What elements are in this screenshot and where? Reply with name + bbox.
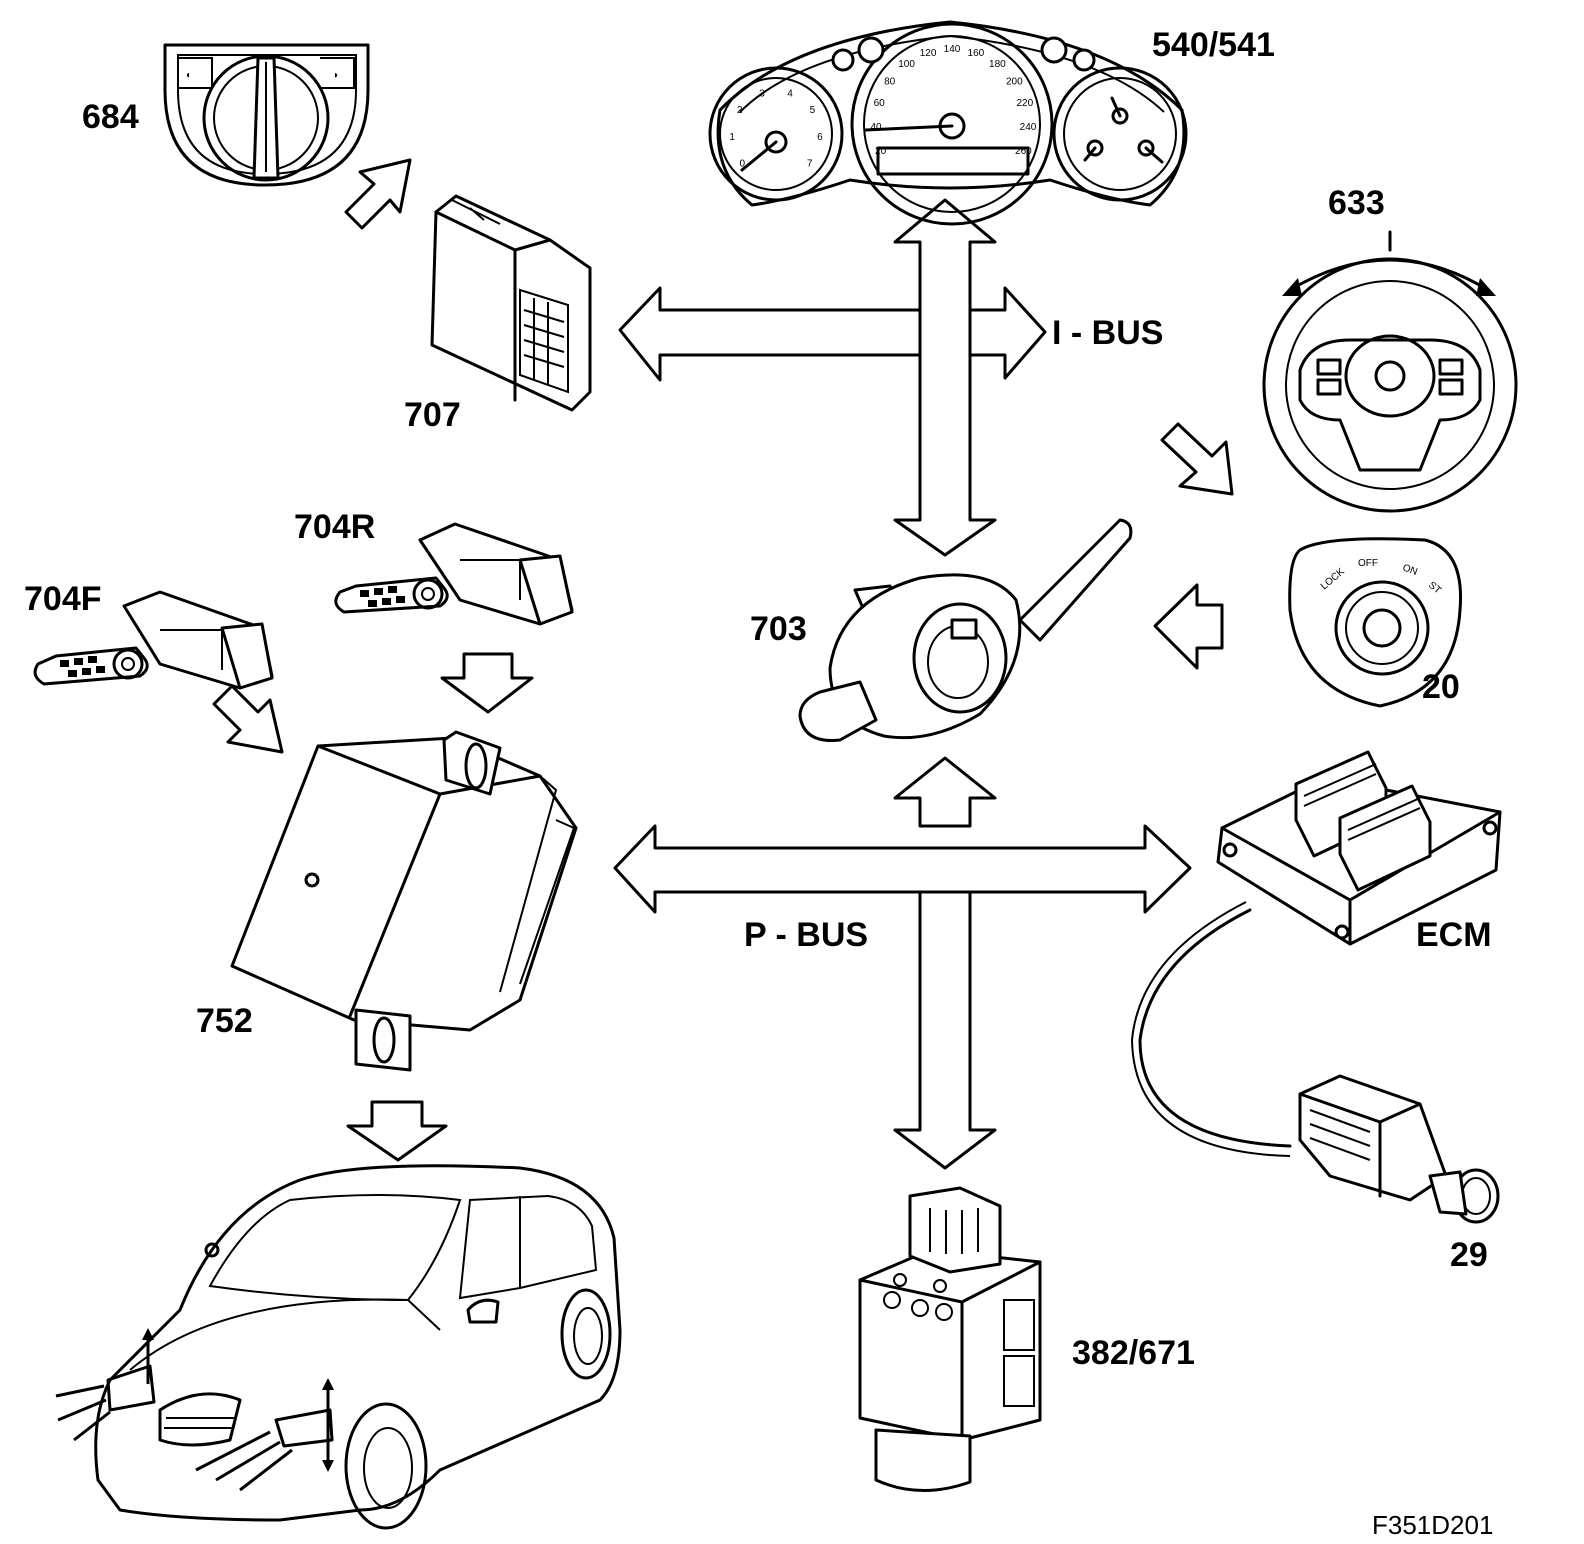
ignition-on-text: ON <box>1401 562 1419 577</box>
tachometer-tick-4: 4 <box>787 88 793 99</box>
label-abs-unit: 382/671 <box>1072 1334 1195 1372</box>
speedometer-tick-180: 180 <box>989 59 1006 70</box>
tachometer-tick-0: 0 <box>740 158 746 169</box>
tachometer-tick-7: 7 <box>807 158 813 169</box>
speedometer-tick-240: 240 <box>1020 122 1037 133</box>
headlight-switch-684: ◐ ◑ <box>163 43 370 187</box>
ignition-off-text: OFF <box>1358 558 1378 569</box>
label-sensor-front: 704F <box>24 580 102 618</box>
brake-switch-29 <box>1298 1074 1500 1224</box>
arrow-704r-to-752 <box>440 652 534 714</box>
label-brake-switch: 29 <box>1450 1236 1488 1274</box>
module-752 <box>230 730 578 1072</box>
label-headlight-switch: 684 <box>82 98 139 136</box>
tachometer-tick-5: 5 <box>810 105 816 116</box>
p-bus-arrows <box>613 756 1192 1170</box>
svg-text:◐: ◐ <box>186 70 192 81</box>
label-i-bus: I - BUS <box>1052 314 1163 352</box>
speedometer-tick-160: 160 <box>968 48 985 59</box>
speedometer-tick-220: 220 <box>1016 98 1033 109</box>
speedometer-tick-40: 40 <box>870 122 882 133</box>
label-p-bus: P - BUS <box>744 916 868 954</box>
speedometer-tick-140: 140 <box>944 44 961 55</box>
label-steering-wheel: 633 <box>1328 184 1385 222</box>
ecm-brake-switch-wire <box>1138 908 1292 1148</box>
arrow-752-to-car <box>346 1100 448 1162</box>
label-cluster: 540/541 <box>1152 26 1275 64</box>
label-sensor-rear: 704R <box>294 508 375 546</box>
tachometer-tick-1: 1 <box>729 132 735 143</box>
i-bus-arrows <box>618 198 1047 557</box>
ignition-lock-text: LOCK <box>1319 566 1347 592</box>
ignition-st-text: ST <box>1426 580 1443 597</box>
arrow-20-to-703 <box>1153 583 1224 670</box>
steering-wheel-633 <box>1262 230 1518 513</box>
tachometer-tick-2: 2 <box>737 105 743 116</box>
height-sensor-704f <box>33 590 274 690</box>
abs-unit-382-671 <box>858 1186 1042 1492</box>
speedometer-tick-100: 100 <box>898 59 915 70</box>
arrow-633-to-703 <box>1160 422 1234 496</box>
ecm-unit <box>1216 750 1502 946</box>
speedometer-tick-260: 260 <box>1015 146 1032 157</box>
car-illustration <box>55 1164 622 1530</box>
tachometer-tick-6: 6 <box>817 132 823 143</box>
speedometer-tick-60: 60 <box>874 98 886 109</box>
tachometer-tick-3: 3 <box>759 88 765 99</box>
label-module-752: 752 <box>196 1002 253 1040</box>
speedometer-tick-200: 200 <box>1006 76 1023 87</box>
tachometer-ticks: 0 1 2 3 4 5 6 7 <box>729 88 823 169</box>
steering-column-module-703 <box>798 518 1133 742</box>
speedometer-tick-80: 80 <box>884 76 896 87</box>
height-sensor-704r <box>334 522 574 626</box>
figure-reference: F351D201 <box>1372 1510 1493 1540</box>
label-module-707: 707 <box>404 396 461 434</box>
ignition-switch-20: LOCK OFF ON ST <box>1288 537 1463 708</box>
label-ecm: ECM <box>1416 916 1492 954</box>
module-707 <box>430 194 592 412</box>
label-steering-column-module: 703 <box>750 610 807 648</box>
speedometer-tick-120: 120 <box>920 48 937 59</box>
speedometer-tick-20: 20 <box>875 146 887 157</box>
svg-text:◑: ◑ <box>332 70 338 81</box>
label-ignition-switch: 20 <box>1422 668 1460 706</box>
arrow-684-to-707 <box>344 158 412 230</box>
arrow-704f-to-752 <box>212 684 284 754</box>
